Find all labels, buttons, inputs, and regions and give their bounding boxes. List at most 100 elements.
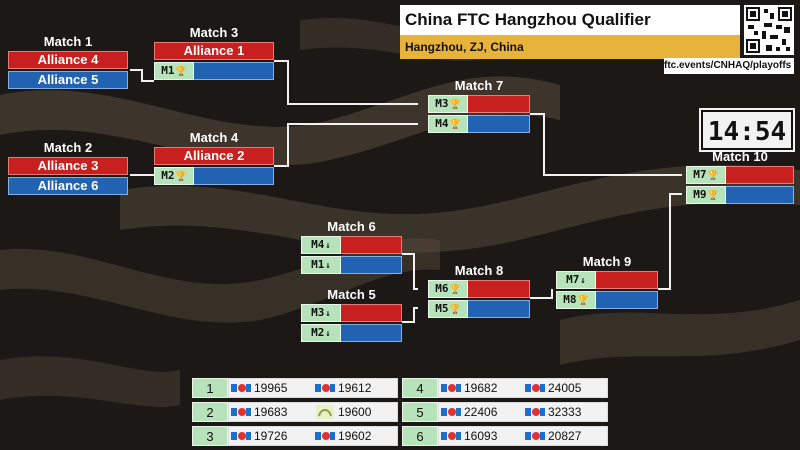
team-number: 19612 xyxy=(338,381,372,395)
match-10[interactable]: Match 10 M7🏆 M9🏆 xyxy=(686,149,794,206)
blue-alliance-slot[interactable]: M1🏆 xyxy=(154,62,274,80)
ranking-row-2[interactable]: 2 19683 19600 xyxy=(192,402,398,422)
team-entry[interactable]: 19612 xyxy=(313,381,397,395)
blue-alliance-slot[interactable]: Alliance 5 xyxy=(8,71,128,89)
ranking-row-5[interactable]: 5 22406 32333 xyxy=(402,402,608,422)
trophy-icon: 🏆 xyxy=(707,191,719,201)
tag-label: M1 xyxy=(161,64,175,77)
red-alliance-slot[interactable]: M6🏆 xyxy=(428,280,530,298)
playoffs-url[interactable]: ftc.events/CNHAQ/playoffs xyxy=(664,58,794,74)
team-number: 19726 xyxy=(254,429,288,443)
qr-code[interactable] xyxy=(744,5,794,55)
ranking-row-6[interactable]: 6 16093 20827 xyxy=(402,426,608,446)
blue-alliance-slot[interactable]: M4🏆 xyxy=(428,115,530,133)
red-alliance-slot[interactable]: M7🏆 xyxy=(686,166,794,184)
trophy-icon: 🏆 xyxy=(449,285,461,295)
ranking-number: 3 xyxy=(192,426,228,446)
ranking-row-4[interactable]: 4 19682 24005 xyxy=(402,378,608,398)
blue-alliance-slot[interactable]: M5🏆 xyxy=(428,300,530,318)
trophy-icon: 🏆 xyxy=(449,305,461,315)
match-title: Match 1 xyxy=(43,34,93,49)
team-entry[interactable]: 19726 xyxy=(229,429,313,443)
trophy-icon: 🏆 xyxy=(175,172,187,182)
source-tag: M7↓ xyxy=(556,271,596,289)
ranking-number: 2 xyxy=(192,402,228,422)
tag-label: M9 xyxy=(693,188,707,201)
team-entry[interactable]: 20827 xyxy=(523,429,607,443)
trophy-icon: 🏆 xyxy=(449,120,461,130)
trophy-icon: 🏆 xyxy=(707,171,719,181)
team-entry[interactable]: 19683 xyxy=(229,405,313,419)
blue-alliance-slot[interactable]: M2↓ xyxy=(301,324,402,342)
blue-alliance-slot[interactable]: M1↓ xyxy=(301,256,402,274)
red-alliance-slot[interactable]: M4↓ xyxy=(301,236,402,254)
source-tag: M8🏆 xyxy=(556,291,596,309)
down-arrow-icon: ↓ xyxy=(325,329,331,339)
source-tag: M9🏆 xyxy=(686,186,726,204)
blue-alliance-slot[interactable]: M9🏆 xyxy=(686,186,794,204)
team-entry[interactable]: 24005 xyxy=(523,381,607,395)
match-7[interactable]: Match 7 M3🏆 M4🏆 xyxy=(428,78,530,135)
red-alliance-slot[interactable]: M3🏆 xyxy=(428,95,530,113)
down-arrow-icon: ↓ xyxy=(325,261,331,271)
red-alliance-slot[interactable]: Alliance 3 xyxy=(8,157,128,175)
blue-alliance-slot[interactable]: M8🏆 xyxy=(556,291,658,309)
first-logo-icon xyxy=(315,384,335,392)
team-number: 16093 xyxy=(464,429,498,443)
source-tag: M5🏆 xyxy=(428,300,468,318)
ranking-row-1[interactable]: 1 19965 19612 xyxy=(192,378,398,398)
team-entry[interactable]: 19682 xyxy=(439,381,523,395)
team-number: 19965 xyxy=(254,381,288,395)
red-alliance-slot[interactable]: M3↓ xyxy=(301,304,402,322)
tag-label: M2 xyxy=(161,169,175,182)
tag-label: M3 xyxy=(435,97,449,110)
team-number: 19683 xyxy=(254,405,288,419)
source-tag: M2↓ xyxy=(301,324,341,342)
source-tag: M4↓ xyxy=(301,236,341,254)
trophy-icon: 🏆 xyxy=(175,67,187,77)
match-5[interactable]: Match 5 M3↓ M2↓ xyxy=(301,287,402,344)
team-entry[interactable]: 22406 xyxy=(439,405,523,419)
red-alliance-slot[interactable]: M7↓ xyxy=(556,271,658,289)
tag-label: M7 xyxy=(566,273,580,286)
event-title: China FTC Hangzhou Qualifier xyxy=(400,5,740,35)
event-location: Hangzhou, ZJ, China xyxy=(400,35,740,59)
team-entry[interactable]: 16093 xyxy=(439,429,523,443)
source-tag: M1🏆 xyxy=(154,62,194,80)
team-entry[interactable]: 19602 xyxy=(313,429,397,443)
first-logo-icon xyxy=(231,432,251,440)
red-alliance-slot[interactable]: Alliance 1 xyxy=(154,42,274,60)
tag-label: M5 xyxy=(435,302,449,315)
match-6[interactable]: Match 6 M4↓ M1↓ xyxy=(301,219,402,276)
team-entry[interactable]: 32333 xyxy=(523,405,607,419)
team-number: 19602 xyxy=(338,429,372,443)
match-title: Match 9 xyxy=(582,254,632,269)
source-tag: M3🏆 xyxy=(428,95,468,113)
first-logo-icon xyxy=(231,408,251,416)
ranking-row-3[interactable]: 3 19726 19602 xyxy=(192,426,398,446)
team-number: 32333 xyxy=(548,405,582,419)
match-2[interactable]: Match 2 Alliance 3 Alliance 6 xyxy=(8,140,128,197)
match-9[interactable]: Match 9 M7↓ M8🏆 xyxy=(556,254,658,311)
match-1[interactable]: Match 1 Alliance 4 Alliance 5 xyxy=(8,34,128,91)
tag-label: M8 xyxy=(563,293,577,306)
team-entry[interactable]: 19965 xyxy=(229,381,313,395)
match-8[interactable]: Match 8 M6🏆 M5🏆 xyxy=(428,263,530,320)
tag-label: M1 xyxy=(311,258,325,271)
first-logo-icon xyxy=(525,384,545,392)
red-alliance-slot[interactable]: Alliance 2 xyxy=(154,147,274,165)
blue-alliance-slot[interactable]: Alliance 6 xyxy=(8,177,128,195)
team-number: 19600 xyxy=(338,405,372,419)
first-logo-icon xyxy=(231,384,251,392)
match-title: Match 3 xyxy=(189,25,239,40)
down-arrow-icon: ↓ xyxy=(325,241,331,251)
match-title: Match 6 xyxy=(327,219,376,234)
match-4[interactable]: Match 4 Alliance 2 M2🏆 xyxy=(154,130,274,187)
match-3[interactable]: Match 3 Alliance 1 M1🏆 xyxy=(154,25,274,82)
blue-alliance-slot[interactable]: M2🏆 xyxy=(154,167,274,185)
match-title: Match 7 xyxy=(454,78,504,93)
first-logo-icon xyxy=(525,432,545,440)
team-entry[interactable]: 19600 xyxy=(313,405,397,419)
red-alliance-slot[interactable]: Alliance 4 xyxy=(8,51,128,69)
